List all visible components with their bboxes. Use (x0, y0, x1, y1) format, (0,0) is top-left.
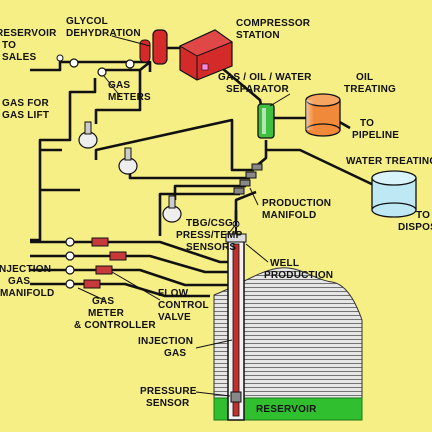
reservoir-top-label: RESERVOIR (0, 28, 57, 39)
compressor-label-2: STATION (236, 30, 280, 41)
to-pipeline-label-2: PIPELINE (352, 130, 399, 141)
oil-treating-label-2: TREATING (344, 84, 396, 95)
water-treating-tank (371, 170, 417, 218)
meter-controller-label-2: METER (88, 308, 125, 319)
well-production-label-2: PRODUCTION (264, 270, 333, 281)
reservoir-bottom-label: RESERVOIR (256, 404, 317, 415)
glycol-label-2: DEHYDRATION (66, 28, 141, 39)
gas-lift-label-1: GAS FOR (2, 98, 50, 109)
meter-controller-label-3: & CONTROLLER (74, 320, 156, 331)
oil-treating-tank (305, 93, 341, 137)
to-sales-label-2: SALES (2, 52, 36, 63)
wellhead-3 (162, 195, 182, 223)
pipeline-network (30, 46, 381, 298)
to-pipeline-label-1: TO (360, 118, 374, 129)
well-production-label-1: WELL (270, 258, 299, 269)
separator-label-1: GAS / OIL / WATER (218, 72, 312, 83)
injection-manifold-label-3: MANIFOLD (0, 288, 54, 299)
pressure-sensor-device (230, 391, 242, 403)
to-sales-label-1: TO (2, 40, 16, 51)
compressor-station (178, 29, 234, 81)
meter-controller-label-1: GAS (92, 296, 114, 307)
injection-manifold-label-1: INJECTION (0, 264, 51, 275)
gas-meters-label-2: METERS (108, 92, 151, 103)
labels: RESERVOIR TO SALES GLYCOL DEHYDRATION CO… (0, 16, 432, 415)
production-manifold-label-1: PRODUCTION (262, 198, 331, 209)
glycol-dehydrator (139, 29, 168, 65)
production-manifold-label-2: MANIFOLD (262, 210, 316, 221)
pressure-sensor-label-1: PRESSURE (140, 386, 197, 397)
flow-valve-label-2: CONTROL (158, 300, 209, 311)
oil-treating-label-1: OIL (356, 72, 373, 83)
tbg-csg-label-1: TBG/CSG (186, 218, 233, 229)
separator-label-2: SEPARATOR (226, 84, 289, 95)
gas-meters-label-1: GAS (108, 80, 130, 91)
rock-formation (213, 267, 363, 401)
gas-meters (56, 54, 135, 77)
label-pointers (77, 35, 291, 397)
to-disposal-label-2: DISPOSAL (398, 222, 432, 233)
wellhead-2 (118, 147, 138, 175)
compressor-label-1: COMPRESSOR (236, 18, 311, 29)
injection-manifold-label-2: GAS (8, 276, 30, 287)
tbg-csg-label-3: SENSORS (186, 242, 236, 253)
flow-valve-label-1: FLOW (158, 288, 189, 299)
wellhead-1 (78, 121, 98, 149)
injection-manifold-equipment (65, 237, 127, 289)
injection-gas-label-2: GAS (164, 348, 186, 359)
injection-gas-label-1: INJECTION (138, 336, 193, 347)
to-disposal-label-1: TO (416, 210, 430, 221)
separator-vessel (257, 103, 275, 139)
tbg-csg-label-2: PRESS/TEMP (176, 230, 243, 241)
pressure-sensor-label-2: SENSOR (146, 398, 190, 409)
production-manifold (233, 163, 263, 195)
glycol-label-1: GLYCOL (66, 16, 108, 27)
flow-valve-label-3: VALVE (158, 312, 191, 323)
wellbore (225, 220, 247, 421)
water-treating-label: WATER TREATING (346, 156, 432, 167)
gas-lift-label-2: GAS LIFT (2, 110, 49, 121)
reservoir-zone (213, 397, 363, 421)
